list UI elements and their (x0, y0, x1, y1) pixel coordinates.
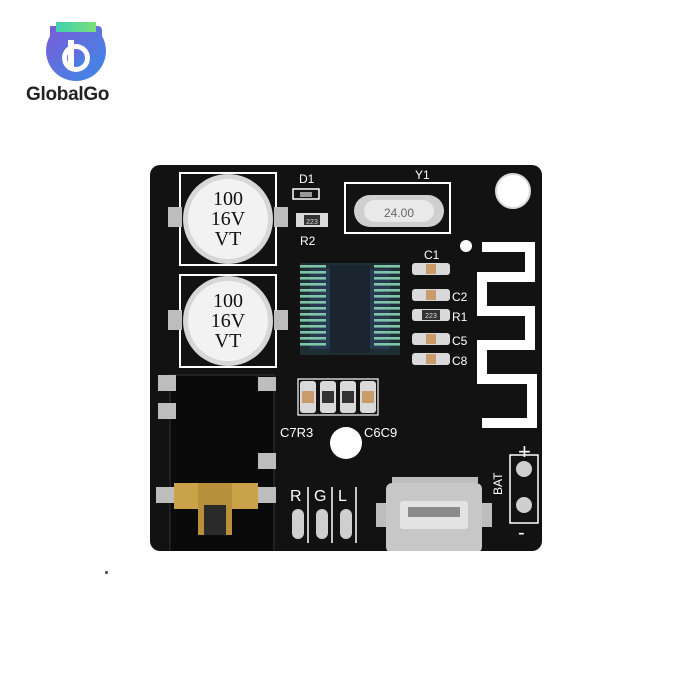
label-g: G (314, 488, 326, 505)
bat-pad-plus (516, 461, 532, 477)
pcb-antenna (477, 242, 537, 428)
label-c2: C2 (452, 290, 468, 304)
label-r: R (290, 488, 302, 505)
mounting-hole (495, 173, 531, 209)
pad-r (292, 509, 304, 539)
label-d1: D1 (299, 172, 315, 186)
capacitor-1-voltage: 16V (211, 208, 246, 230)
capacitor-1-series: VT (215, 228, 242, 250)
center-hole (330, 427, 362, 459)
micro-usb-port (376, 477, 492, 551)
label-bat: BAT (491, 472, 505, 495)
resistor-r1-marking: 223 (425, 313, 437, 320)
small-hole (460, 240, 472, 252)
label-c8: C8 (452, 354, 468, 368)
stray-dot (105, 571, 108, 574)
resistor-r2-marking: 223 (306, 219, 318, 226)
pad-g (316, 509, 328, 539)
pad-l (340, 509, 352, 539)
main-ic-chip (300, 263, 400, 355)
label-c1: C1 (424, 248, 440, 262)
label-c7r3: C7R3 (280, 425, 313, 440)
label-minus: - (518, 522, 525, 544)
label-plus: + (518, 439, 531, 464)
capacitor-2-series: VT (215, 330, 242, 352)
audio-jack (156, 374, 276, 551)
capacitor-2-voltage: 16V (211, 310, 246, 332)
electrolytic-capacitor-1: 100 16V VT (183, 174, 273, 264)
crystal-marking: 24.00 (384, 206, 414, 220)
smd-column (412, 263, 450, 365)
capacitor-2-value: 100 (213, 290, 243, 312)
label-c5: C5 (452, 334, 468, 348)
label-r2: R2 (300, 234, 316, 248)
brand-name: GlobalGo (26, 84, 110, 105)
electrolytic-capacitor-2: 100 16V VT (183, 276, 273, 366)
label-l: L (338, 488, 347, 505)
bat-pad-minus (516, 497, 532, 513)
bluetooth-audio-module-board: 100 16V VT 100 16V VT D1 223 R2 Y1 24.00 (150, 165, 542, 551)
label-r1: R1 (452, 310, 468, 324)
globalgo-logo (22, 18, 132, 108)
label-y1: Y1 (415, 168, 430, 182)
label-c6c9: C6C9 (364, 425, 397, 440)
capacitor-1-value: 100 (213, 188, 243, 210)
